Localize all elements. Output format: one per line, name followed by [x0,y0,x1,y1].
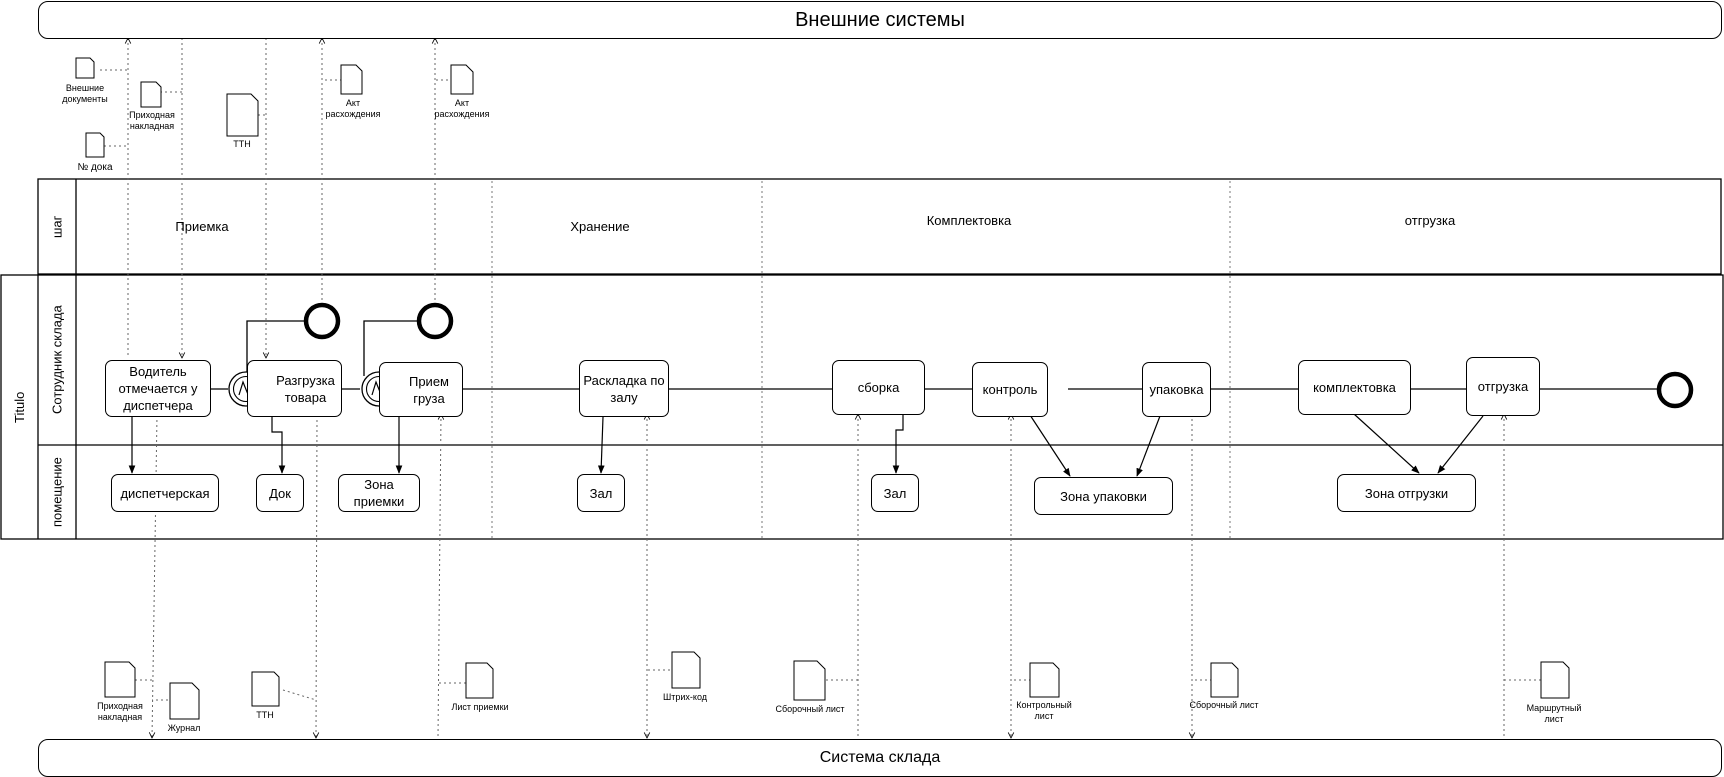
task-layout[interactable]: Раскладка по залу [579,360,669,417]
doc-label-route-sheet: Маршрутный лист [1526,703,1582,724]
doc-label-control-sheet: Контрольный лист [1016,700,1072,721]
step-label-receiving: Приемка [175,219,229,234]
room-shipping-zone-label: Зона отгрузки [1364,485,1449,501]
doc-label-ttn-top: ТТН [233,139,251,149]
task-unload[interactable]: Разгрузка товара [247,360,342,417]
warehouse-system-title: Система склада [819,749,941,766]
doc-label-external: Внешние документы [62,83,108,104]
task-control-label: контроль [982,382,1038,397]
task-driver-checkin[interactable]: Водитель отмечается у диспетчера [105,360,211,417]
task-control[interactable]: контроль [972,362,1048,417]
room-hall-2-label: Зал [883,485,907,501]
lane-label-worker: Сотрудник склада [38,275,76,445]
room-reception-zone-label: Зона приемки [353,477,405,509]
lane-label-room: помещение [38,445,76,539]
doc-label-act-1: Акт расхождения [325,98,381,119]
end-event-1 [303,302,341,340]
task-unload-label: Разгрузка товара [276,372,335,405]
task-assembly[interactable]: сборка [832,360,925,415]
lane-label-room-text: помещение [49,457,65,527]
end-event-2 [416,302,454,340]
task-shipping-label: отгрузка [1477,379,1529,394]
room-packing-zone[interactable]: Зона упаковки [1034,477,1173,515]
task-receive-label: Прием груза [408,373,449,406]
document-icons [75,57,1570,720]
step-label-storage: Хранение [570,219,630,234]
task-receive[interactable]: Прием груза [379,362,463,417]
room-dispatch-label: диспетчерская [120,485,210,501]
room-dispatch[interactable]: диспетчерская [111,474,219,512]
doc-label-receipt-sheet: Лист приемки [451,702,509,712]
pool-border [0,274,1724,540]
pool-label: Titulo [1,275,38,539]
doc-label-invoice-top: Приходная накладная [129,110,175,131]
pool-label-text: Titulo [12,391,27,423]
step-label-shipping: отгрузка [1404,213,1456,228]
room-hall-1[interactable]: Зал [577,474,625,512]
doc-label-assembly-sheet: Сборочный лист [775,704,845,714]
warehouse-system-pool: Система склада [38,739,1722,777]
task-picking-label: комплектовка [1313,380,1396,395]
task-assembly-label: сборка [857,380,900,395]
task-packing-label: упаковка [1149,382,1204,397]
room-shipping-zone[interactable]: Зона отгрузки [1337,474,1476,512]
room-hall-1-label: Зал [589,485,613,501]
room-reception-zone[interactable]: Зона приемки [338,474,420,512]
room-dock-label: Док [269,485,291,501]
task-shipping[interactable]: отгрузка [1466,357,1540,416]
room-hall-2[interactable]: Зал [871,474,919,512]
task-driver-checkin-label: Водитель отмечается у диспетчера [118,364,198,413]
doc-label-dock-no: № дока [77,162,113,173]
doc-label-invoice-bottom: Приходная накладная [97,701,143,722]
task-layout-label: Раскладка по залу [583,372,665,405]
room-packing-zone-label: Зона упаковки [1060,488,1147,504]
end-event-3 [1656,371,1694,409]
doc-label-assembly-sheet-2: Сборочный лист [1189,700,1259,710]
lane-label-step-text: шаг [49,215,65,238]
step-label-picking: Комплектовка [926,213,1012,228]
step-lane-border [37,178,1722,275]
task-packing[interactable]: упаковка [1142,362,1211,417]
task-picking[interactable]: комплектовка [1298,360,1411,415]
external-systems-pool: Внешние системы [38,1,1722,39]
doc-label-barcode: Штрих-код [663,692,707,702]
doc-label-ttn-bottom: ТТН [256,710,274,720]
room-dock[interactable]: Док [256,474,304,512]
lane-label-step: шаг [38,179,76,274]
lane-label-worker-text: Сотрудник склада [49,305,65,415]
doc-label-act-2: Акт расхождения [434,98,490,119]
external-systems-title: Внешние системы [795,8,965,31]
doc-label-journal: Журнал [167,723,201,733]
